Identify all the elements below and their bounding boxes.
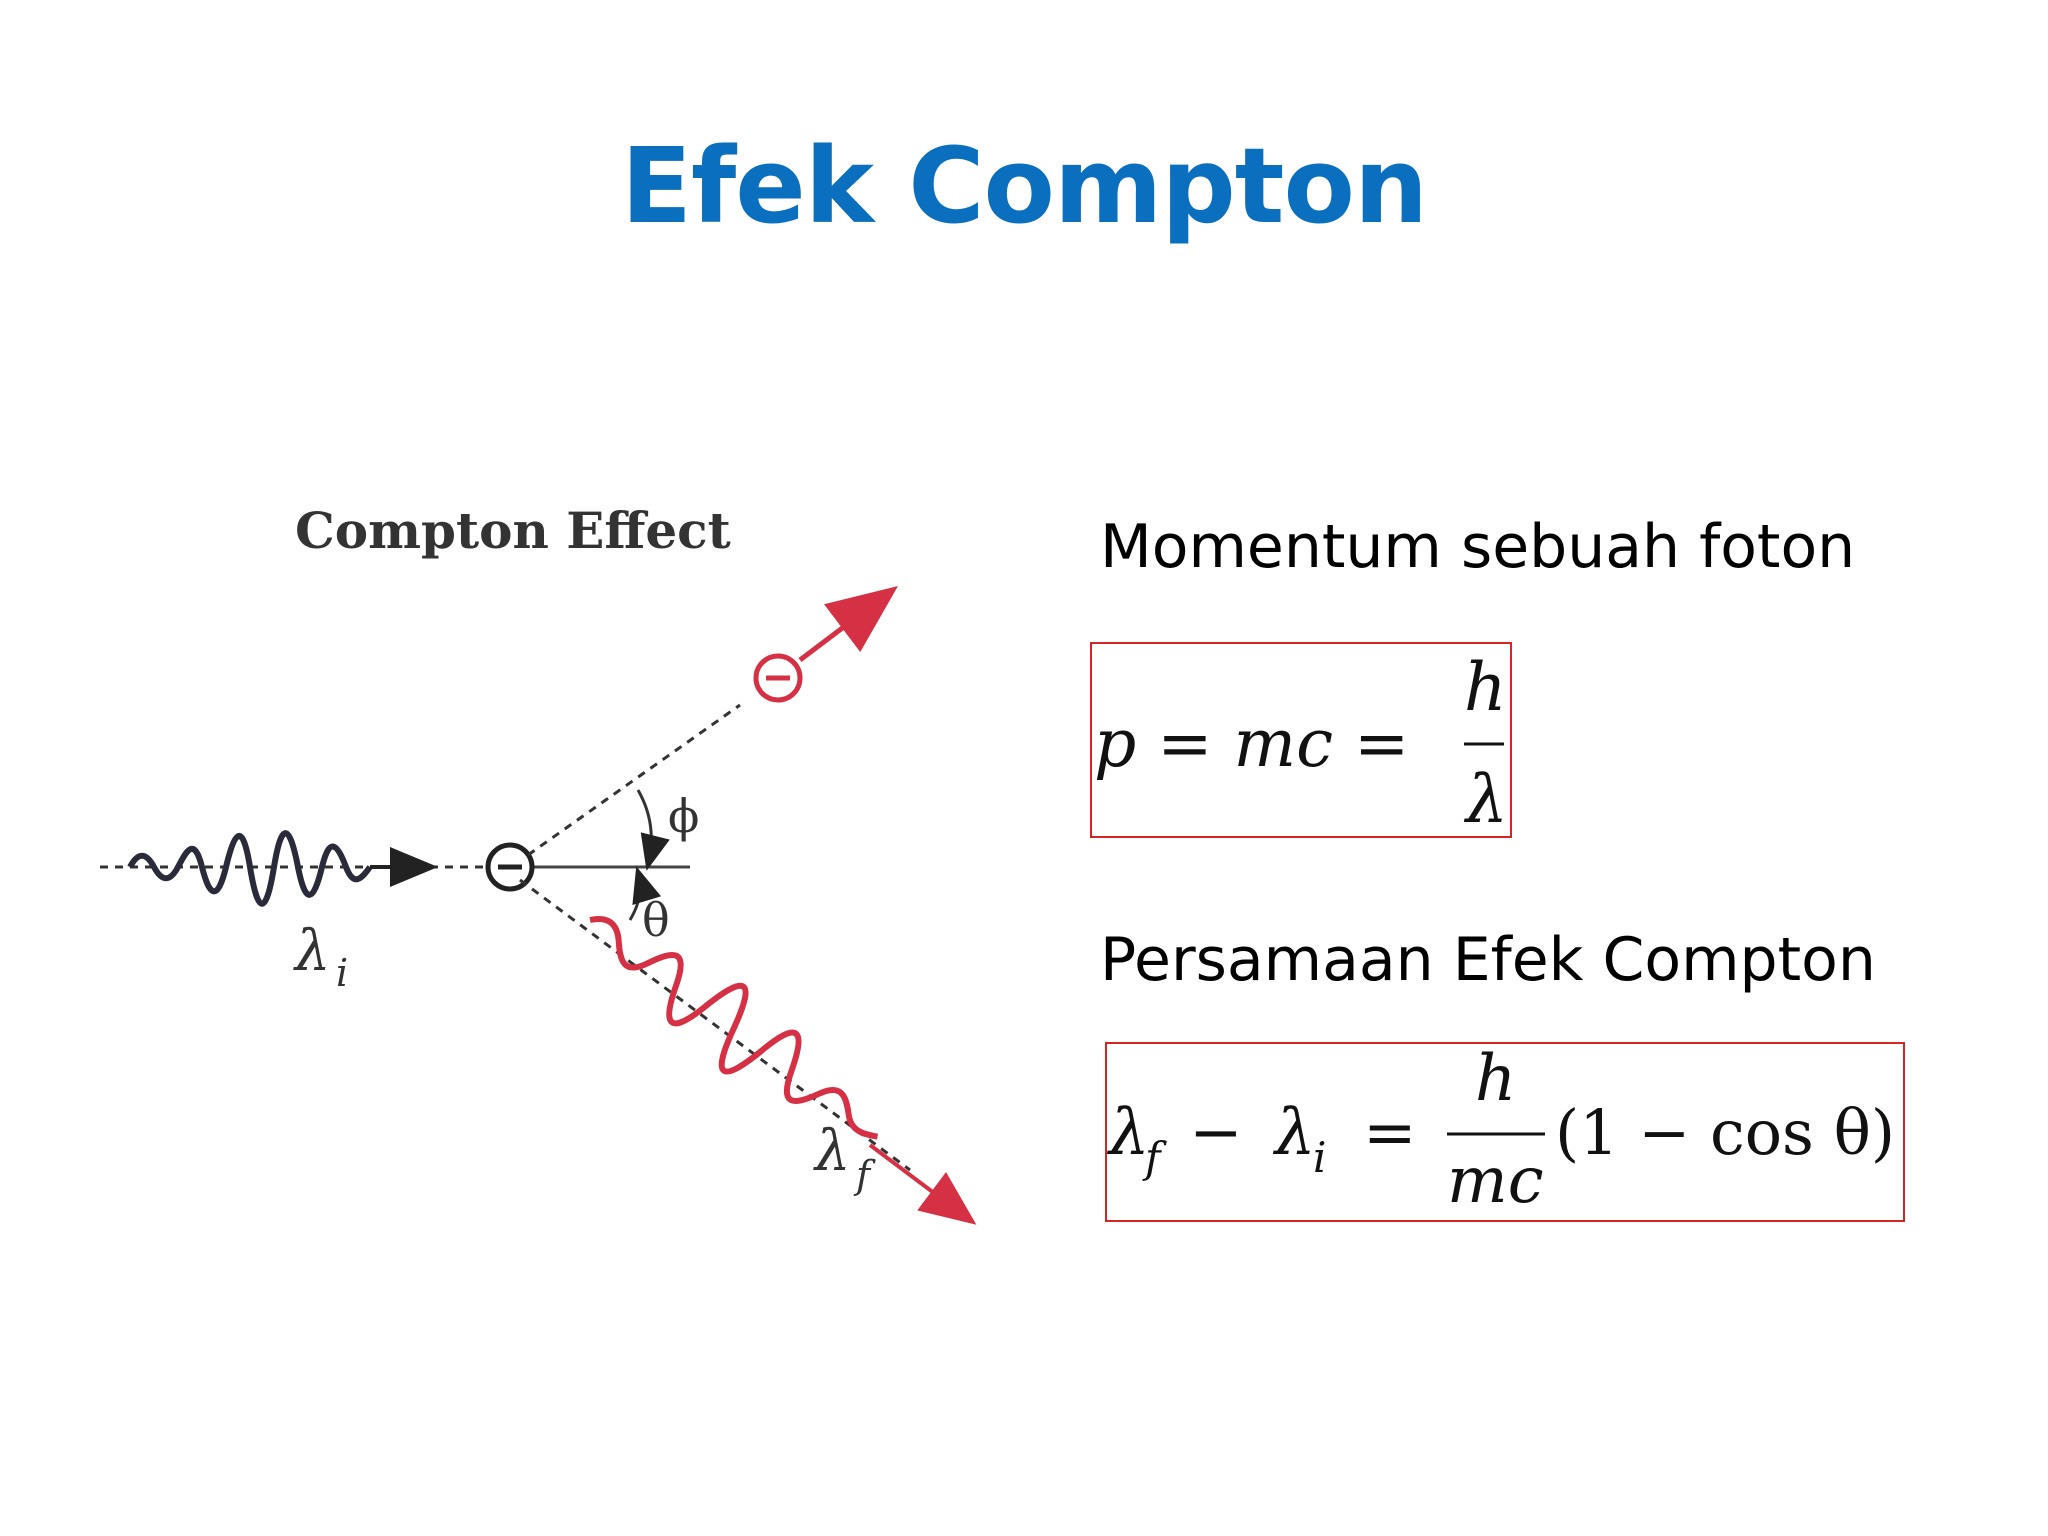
compton-minus: − (1189, 1096, 1243, 1170)
incident-photon-wave (127, 830, 373, 907)
scattered-photon-wave (589, 916, 879, 1140)
incident-wavelength-sub: i (336, 951, 348, 995)
momentum-denominator: λ (1463, 761, 1508, 836)
slide-title: Efek Compton (621, 125, 1428, 247)
diagram-heading: Compton Effect (295, 501, 731, 560)
momentum-lhs: p = mc = (1094, 705, 1409, 782)
compton-formula: λ f − λ i = h mc (1 − cos θ) (1106, 1042, 1895, 1218)
compton-equation-label: Persamaan Efek Compton (1100, 925, 1876, 995)
scattered-wavelength-label: λ (813, 1119, 851, 1184)
momentum-formula-box: p = mc = h λ (1090, 642, 1512, 838)
compton-sub-i: i (1313, 1133, 1326, 1182)
electron-recoil-path (527, 703, 741, 857)
compton-sub-f: f (1142, 1133, 1167, 1182)
phi-label: ϕ (668, 789, 699, 843)
incident-wavelength-label: λ (293, 919, 331, 984)
scattered-arrow (868, 1143, 977, 1225)
compton-tail: (1 − cos θ) (1555, 1096, 1895, 1169)
theta-angle-arc (628, 866, 662, 921)
theta-label: θ (642, 893, 670, 947)
momentum-numerator: h (1464, 649, 1507, 726)
compton-numerator: h (1475, 1044, 1516, 1116)
compton-formula-box: λ f − λ i = h mc (1 − cos θ) (1105, 1042, 1905, 1222)
electron-recoil-arrow (798, 585, 898, 662)
compton-lambda-f: λ (1107, 1096, 1150, 1170)
momentum-formula: p = mc = h λ (1094, 649, 1508, 838)
momentum-label: Momentum sebuah foton (1100, 512, 1856, 582)
scattered-path (519, 878, 911, 1172)
compton-denominator: mc (1447, 1144, 1544, 1218)
compton-equals: = (1363, 1096, 1417, 1170)
phi-angle-arc (636, 789, 670, 871)
compton-diagram: Compton Effect ϕ θ λ i λ f (100, 501, 977, 1225)
scattered-wavelength-sub: f (853, 1153, 876, 1197)
compton-lambda-i: λ (1272, 1096, 1316, 1170)
